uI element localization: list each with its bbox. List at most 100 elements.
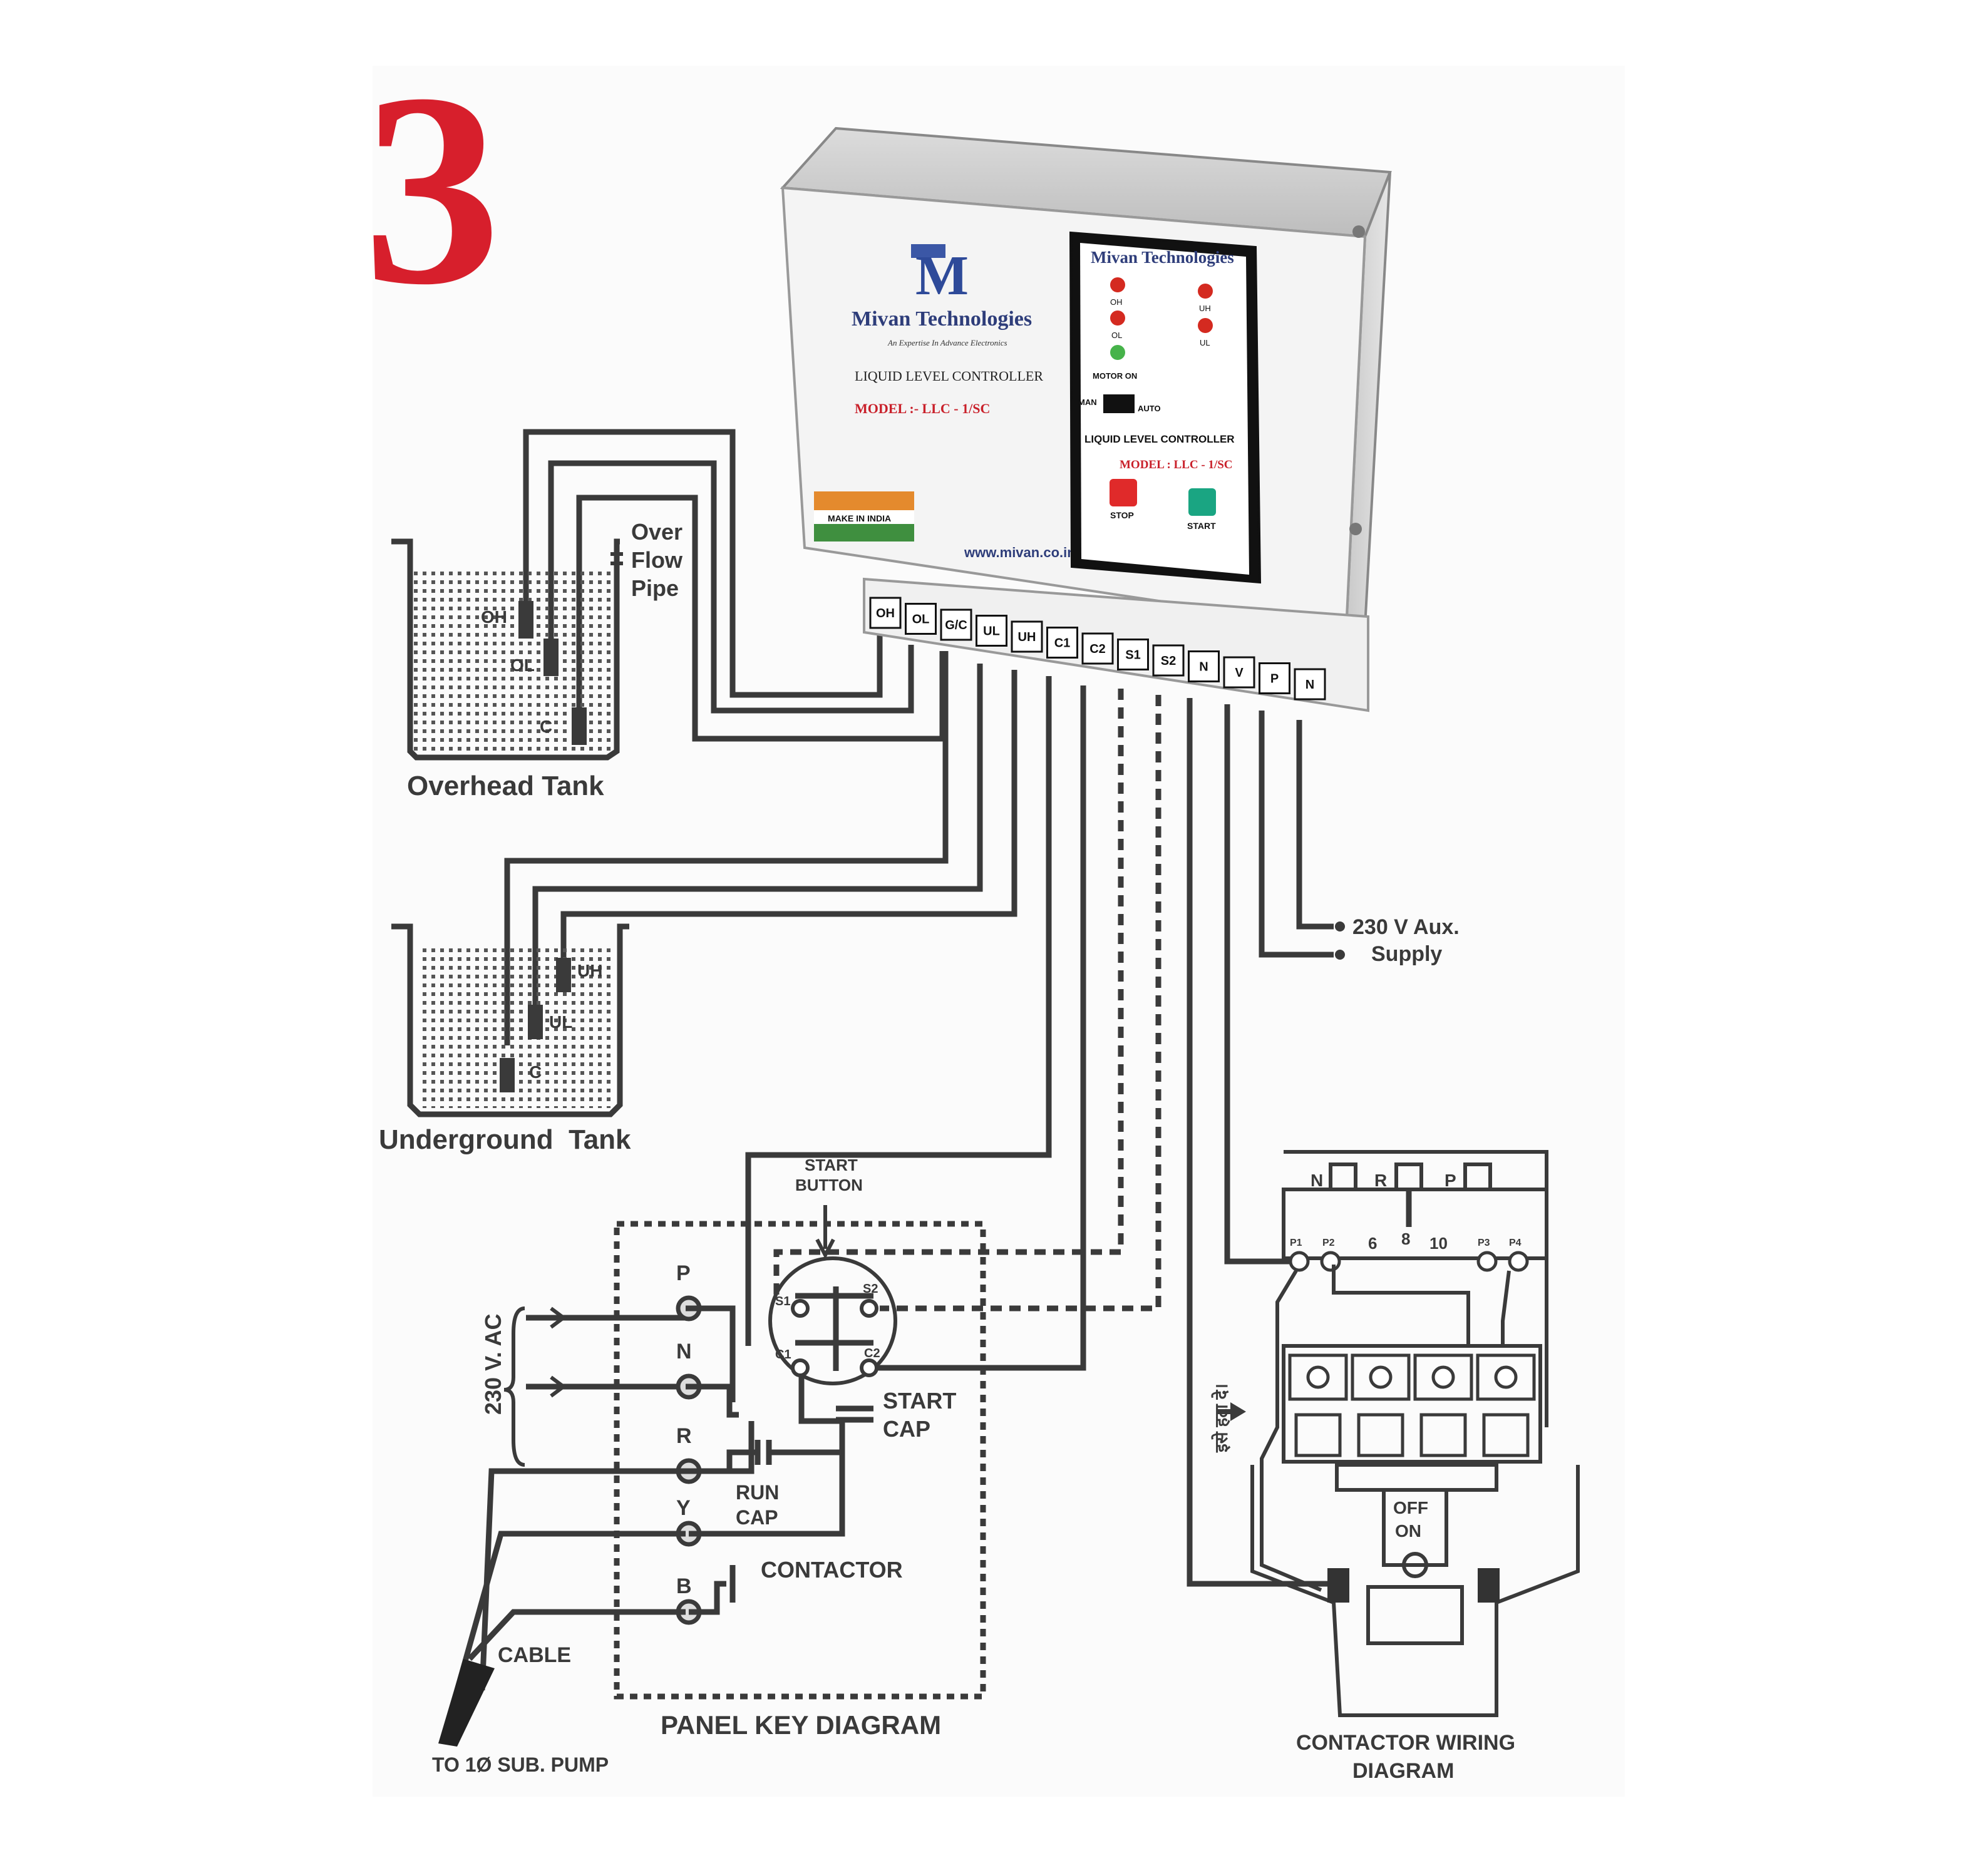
- controller-product: LIQUID LEVEL CONTROLLER: [855, 368, 1043, 384]
- probe-ol-label: OL: [510, 655, 535, 675]
- aux-terminal-screw-icon: [1508, 1251, 1529, 1272]
- start-cap-label-2: CAP: [883, 1416, 930, 1442]
- top-terminal-p: P: [1445, 1171, 1456, 1190]
- aux-terminal-p3: P3: [1478, 1238, 1490, 1248]
- overflow-label-3: Pipe: [631, 575, 679, 601]
- aux-terminal-screw-icon: [1320, 1251, 1341, 1272]
- panel-product: LIQUID LEVEL CONTROLLER: [1084, 433, 1235, 445]
- probe-ul: [528, 1005, 543, 1039]
- power-lower-block: [1357, 1413, 1404, 1457]
- terminal-box: [1117, 639, 1149, 670]
- terminal-box: [1294, 668, 1326, 701]
- terminal-box: [1188, 650, 1220, 682]
- overflow-label-1: Over: [631, 519, 682, 545]
- terminal-n-label: N: [676, 1340, 692, 1363]
- power-terminal-block: [1476, 1353, 1536, 1401]
- terminal-label: OL: [912, 613, 930, 627]
- overflow-label-2: Flow: [631, 547, 683, 573]
- power-screw-icon: [1494, 1365, 1518, 1389]
- motor-on-led-icon: [1110, 345, 1125, 360]
- on-label: ON: [1395, 1521, 1421, 1541]
- panel-key-title: PANEL KEY DIAGRAM: [661, 1710, 941, 1740]
- probe-ul-label: UL: [549, 1012, 572, 1032]
- contactor-label: CONTACTOR: [761, 1557, 903, 1583]
- oh-led-icon: [1110, 277, 1125, 292]
- underground-tank: UH UL C Underground Tank: [379, 923, 631, 1155]
- terminal-box: [1152, 644, 1185, 677]
- panel-brand: Mivan Technologies: [1091, 248, 1234, 267]
- mivan-logo-icon: M: [911, 244, 969, 307]
- start-button-label-1: START: [805, 1156, 858, 1174]
- front-panel: Mivan Technologies OH OL UH UL MOTOR ON …: [1069, 231, 1262, 584]
- terminal-label: UH: [1018, 630, 1036, 644]
- aux-terminal-dot: [1335, 950, 1345, 960]
- oh-led-label: OH: [1110, 297, 1123, 307]
- controller-website: www.mivan.co.in: [964, 545, 1076, 560]
- pump-cable-icon: [438, 1659, 495, 1747]
- probe-uh-label: UH: [577, 961, 602, 980]
- aux-supply-label-2: Supply: [1371, 942, 1442, 966]
- aux-terminal-p4: P4: [1509, 1238, 1522, 1248]
- terminal-box: [1259, 662, 1290, 694]
- aux-terminal-screw-icon: [1476, 1251, 1498, 1272]
- uh-led-label: UH: [1199, 304, 1211, 313]
- contactor-wiring-diagram: N R P 6 8 10 P1 P2 P3 P4 इसे हटा दे। OFF…: [1211, 1150, 1580, 1783]
- terminal-box: [1011, 620, 1043, 653]
- screw-icon: [1352, 225, 1365, 238]
- aux-terminal-p1: P1: [1290, 1238, 1302, 1248]
- controller-tagline: An Expertise In Advance Electronics: [887, 338, 1007, 347]
- controller-model: MODEL :- LLC - 1/SC: [855, 401, 990, 416]
- top-terminal-r: R: [1374, 1171, 1387, 1190]
- switch-man-label: MAN: [1078, 398, 1097, 407]
- power-lower-block: [1294, 1413, 1342, 1457]
- controller-box: M Mivan Technologies An Expertise In Adv…: [780, 126, 1392, 712]
- ol-led-label: OL: [1111, 331, 1122, 340]
- terminal-box: [869, 597, 902, 629]
- start-button[interactable]: [1188, 488, 1216, 516]
- make-in-india-badge: MAKE IN INDIA: [814, 491, 914, 541]
- scale-6: 6: [1368, 1234, 1377, 1253]
- start-cap-label-1: START: [883, 1388, 956, 1414]
- start-button-wires: [773, 689, 1161, 1311]
- underground-tank-title: Underground Tank: [379, 1124, 631, 1155]
- scale-10: 10: [1429, 1234, 1448, 1253]
- terminal-b-label: B: [676, 1574, 692, 1598]
- contactor-wiring-title-1: CONTACTOR WIRING: [1296, 1731, 1515, 1755]
- terminal-box: [976, 615, 1007, 647]
- run-cap-label-1: RUN: [736, 1481, 779, 1504]
- terminal-box: [905, 603, 937, 635]
- terminal-label: C2: [1089, 642, 1106, 656]
- ul-led-label: UL: [1200, 338, 1210, 347]
- hindi-note: इसे हटा दे।: [1211, 1383, 1231, 1453]
- terminal-label: N: [1306, 678, 1314, 692]
- switch-auto-label: AUTO: [1138, 404, 1161, 413]
- man-auto-switch[interactable]: [1103, 394, 1135, 413]
- terminal-box: [1223, 656, 1255, 689]
- terminal-box: [1046, 627, 1078, 659]
- aux-terminal-screw-icon: [1289, 1251, 1310, 1272]
- overhead-tank-title: Overhead Tank: [407, 771, 604, 801]
- uh-led-icon: [1198, 284, 1213, 299]
- contact-s2-label: S2: [863, 1282, 878, 1296]
- controller-brand: Mivan Technologies: [852, 307, 1032, 331]
- terminal-label: S1: [1125, 649, 1140, 662]
- terminal-label: C1: [1054, 637, 1071, 650]
- probe-c-ug: [500, 1058, 515, 1092]
- terminal-label: G/C: [945, 618, 967, 632]
- power-screw-icon: [1369, 1365, 1393, 1389]
- terminal-label: N: [1199, 660, 1208, 674]
- contact-c1-label: C1: [775, 1348, 791, 1362]
- start-button-symbol: S1 S2 C1 C2 START BUTTON: [768, 1156, 897, 1385]
- panel-key-border: [614, 1221, 986, 1700]
- terminal-p-label: P: [676, 1261, 691, 1285]
- power-lower-block: [1419, 1413, 1467, 1457]
- terminal-box: [1081, 632, 1114, 665]
- contact-s1-label: S1: [775, 1295, 790, 1308]
- screw-icon: [1349, 523, 1362, 535]
- start-label: START: [1187, 521, 1216, 531]
- stop-button[interactable]: [1110, 479, 1137, 506]
- power-screw-icon: [1306, 1365, 1330, 1389]
- panel-key-diagram: PANEL KEY DIAGRAM 230 V. AC P N R Y B RU…: [432, 1156, 986, 1776]
- power-terminal-block: [1288, 1353, 1348, 1401]
- start-button-label-2: BUTTON: [795, 1176, 863, 1194]
